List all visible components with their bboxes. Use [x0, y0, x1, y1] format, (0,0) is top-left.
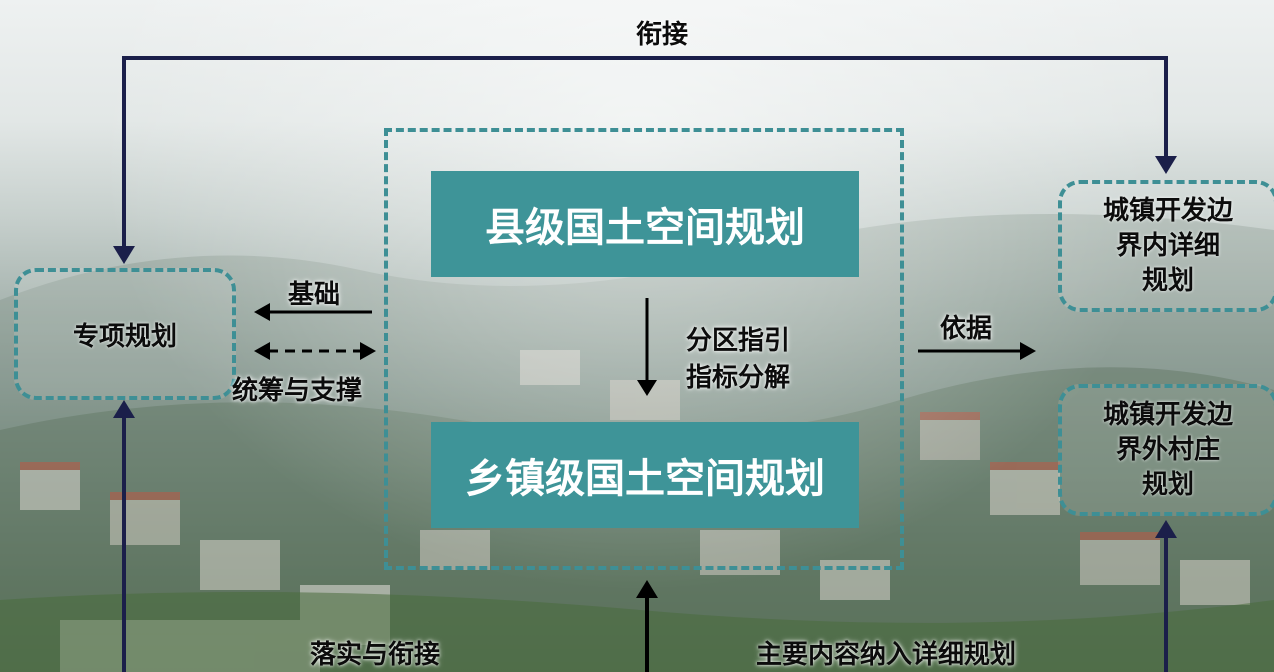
- coordination-arrowhead-right: [360, 342, 376, 360]
- implementation-connection-label: 落实与衔接: [310, 640, 441, 670]
- special-plan-label: 专项规划: [72, 321, 177, 352]
- county-plan-box: 县级国土空间规划: [431, 171, 859, 277]
- coordination-support-label: 统筹与支撑: [232, 376, 363, 406]
- county-plan-label: 县级国土空间规划: [485, 205, 805, 251]
- right-up-arrowhead: [1155, 520, 1177, 538]
- center-dashed-frame: [384, 128, 904, 570]
- indicator-decomposition-label: 指标分解: [686, 363, 791, 393]
- zoning-arrowhead: [637, 380, 657, 396]
- urban-outer-line-1: 城镇开发边: [1102, 399, 1233, 430]
- main-content-into-detail-label: 主要内容纳入详细规划: [756, 640, 1017, 670]
- special-up-arrowhead: [113, 400, 135, 418]
- connect-top-arrowhead-left: [113, 246, 135, 264]
- top-connection-label: 衔接: [636, 20, 689, 50]
- township-plan-box: 乡镇级国土空间规划: [431, 422, 859, 528]
- urban-outer-plan-box: 城镇开发边 界外村庄 规划: [1058, 384, 1274, 516]
- connect-top-line: [122, 56, 1168, 254]
- urban-inner-line-3: 规划: [1141, 265, 1194, 296]
- center-up-arrowhead: [636, 580, 658, 598]
- coordination-arrowhead-left: [254, 342, 270, 360]
- according-arrowhead: [1020, 342, 1036, 360]
- urban-inner-line-1: 城镇开发边: [1102, 195, 1233, 226]
- special-plan-box: 专项规划: [14, 268, 236, 400]
- zoning-guidance-label: 分区指引: [686, 326, 791, 356]
- urban-inner-plan-box: 城镇开发边 界内详细 规划: [1058, 180, 1274, 312]
- connect-top-arrowhead-right: [1155, 156, 1177, 174]
- urban-inner-line-2: 界内详细: [1115, 230, 1220, 261]
- basis-label: 基础: [288, 280, 341, 310]
- township-plan-label: 乡镇级国土空间规划: [465, 456, 825, 502]
- urban-outer-line-2: 界外村庄: [1115, 434, 1220, 465]
- according-label: 依据: [940, 314, 993, 344]
- urban-outer-line-3: 规划: [1141, 469, 1194, 500]
- basis-arrowhead: [254, 303, 270, 321]
